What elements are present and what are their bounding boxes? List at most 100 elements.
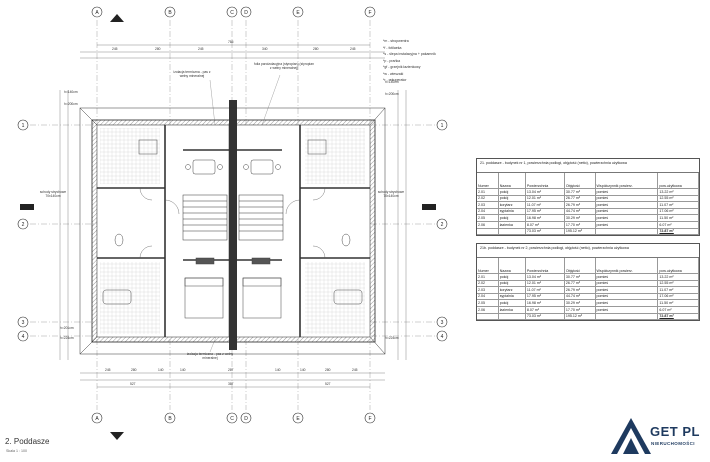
table-cell: 195.12 m³ [564,228,596,236]
axis-4-left-bubble [17,330,29,342]
table-cell: korytarz [498,286,526,294]
area-table-building-2: 21b. poddasze - budynek nr 2, powierzchn… [476,243,700,322]
legend-item: *f - fotilaeka [383,45,402,50]
table-cell: 17.06 m² [657,293,699,301]
table-cell: 11.07 m² [525,286,565,294]
door-swings [139,187,326,259]
table-cell: 30.29 m³ [564,299,596,307]
furniture [102,139,363,319]
dimension-bottom-9: 245 [352,368,358,372]
table-cell: 2.02 [477,280,499,288]
table-cell: 6.07 m² [657,306,699,314]
legend-item: *s - ślepa instalacyjna + pakamnik [383,52,436,56]
axis-b-bottom-label: B [168,416,172,422]
table-cell: pow.użytkowa [657,258,699,274]
dimension-lines [59,44,407,388]
table-cell: pokój [498,214,526,222]
dimension-top-2: 280 [155,47,161,51]
table-cell: 13.22 m² [657,188,699,196]
dimension-top-4: 340 [262,47,268,51]
table-cell: Powierzchnia [525,258,565,274]
table-cell: 13.22 m² [657,273,699,281]
table-caption: 21. poddasze - budynek nr 1, powierzchni… [477,159,699,173]
table-cell: 2.01 [477,273,499,281]
table-cell: 2.03 [477,286,499,294]
table-cell: 2.04 [477,293,499,301]
table-cell: 26.77 m³ [564,195,596,203]
axis-1-left-label: 1 [22,123,25,129]
table-cell: 11.07 m² [657,286,699,294]
table-cell: sypialnia [498,208,526,216]
table-cell: pokój [498,195,526,203]
dimension-bottom-5: 287 [228,368,234,372]
table-cell [498,313,526,321]
axis-e-bottom-label: E [296,416,300,422]
axis-3-left-bubble [17,316,29,328]
table-cell: 44.74 m³ [564,208,596,216]
dimension-bottom-4: 140 [180,368,186,372]
axis-3-right-bubble [436,316,448,328]
area-table-building-1: 21. poddasze - budynek nr 1, powierzchni… [476,158,700,237]
table-cell: 2.06 [477,306,499,314]
dimension-bottom-6: 140 [275,368,281,372]
axis-a-bottom-bubble [91,412,103,424]
axis-4-right-label: 4 [441,334,444,340]
legend: *m - stropwentra *f - fotilaeka *s - śle… [383,38,436,84]
axis-bubbles [17,6,448,424]
annotation-height-6: h=224cm [60,336,74,340]
annotation-height-3: h=140cm [385,80,399,84]
axis-b-top-label: B [168,10,172,16]
table-cell: 12.55 m² [657,280,699,288]
dimension-top-3: 245 [198,47,204,51]
table-cell [477,313,499,321]
table-cell: 2.01 [477,188,499,196]
stairs [182,194,284,241]
annotation-stairs-right: schody strychowe 70x140cm [377,190,405,198]
axis-2-left-bubble [17,218,29,230]
annotation-height-2: h=200cm [64,102,78,106]
table-cell: Numer [477,258,499,274]
table-cell: 72.87 m² [657,228,699,236]
table-cell: łazienka [498,221,526,229]
table-cell: 16.98 m² [525,299,565,307]
table-cell: pomieś [595,214,659,222]
annotation-height-4: h=200cm [385,92,399,96]
table-cell: pomieś [595,188,659,196]
axis-a-top-bubble [91,6,103,18]
table-cell: 12.01 m² [525,195,565,203]
table-cell: 17.70 m³ [564,221,596,229]
table-cell [595,313,659,321]
table-cell: pokój [498,299,526,307]
axis-f-bottom-bubble [364,412,376,424]
table-cell: 44.74 m³ [564,293,596,301]
table-cell: pomieś [595,195,659,203]
section-marker-sides [20,204,436,210]
table-cell: sypialnia [498,293,526,301]
table-cell: 2.05 [477,299,499,307]
table-cell: 2.04 [477,208,499,216]
axis-2-left-label: 2 [22,222,25,228]
axis-2-right-bubble [436,218,448,230]
axis-b-top-bubble [164,6,176,18]
table-cell: 195.12 m³ [564,313,596,321]
annotation-stairs-left: schody strychowe 70x140cm [39,190,67,198]
dimension-top-overall: 785 [228,40,234,44]
legend-item: *m - stropwentra [383,39,409,43]
table-caption: 21b. poddasze - budynek nr 2, powierzchn… [477,244,699,258]
table-cell: 30.77 m³ [564,188,596,196]
sheet-scale: Skala 1 : 100 [6,449,27,453]
axis-f-top-bubble [364,6,376,18]
table-cell: pomieś [595,208,659,216]
annotation-insulation-top: izolacja termiczna - pas z wełny mineral… [173,70,211,78]
dimension-top-6: 245 [350,47,356,51]
